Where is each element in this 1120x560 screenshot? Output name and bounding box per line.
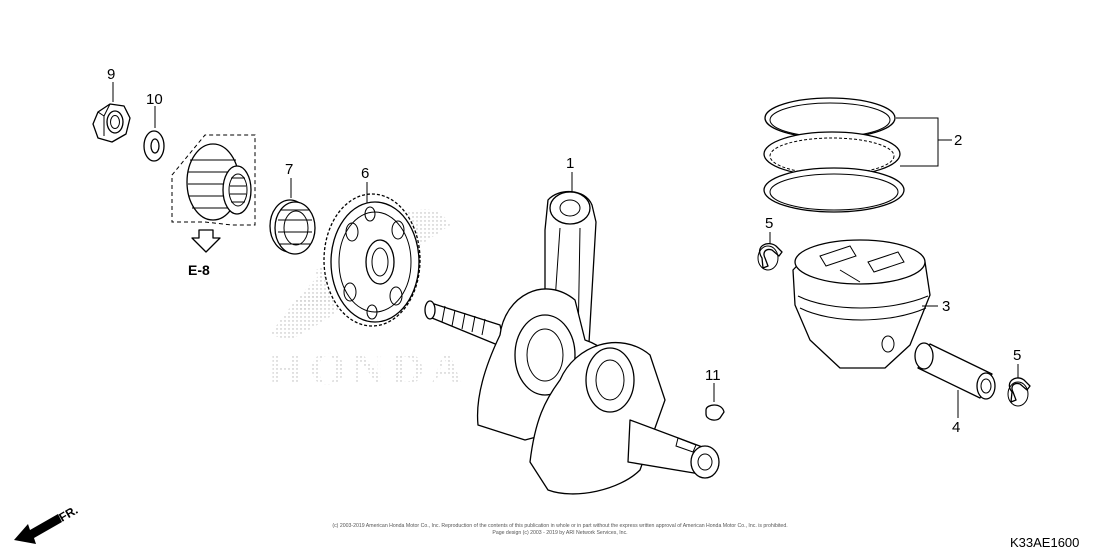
reference-arrow[interactable] [191, 229, 221, 253]
piston-part[interactable] [792, 239, 931, 369]
callout-crankshaft: 1 [566, 155, 574, 172]
callout-piston: 3 [942, 298, 950, 315]
callout-clip-lower: 5 [1013, 347, 1021, 364]
callout-piston-pin: 4 [952, 419, 960, 436]
front-direction-arrow-icon [14, 514, 62, 544]
callout-nut: 9 [107, 66, 115, 83]
callout-clip-upper: 5 [765, 215, 773, 232]
washer-part[interactable] [143, 130, 165, 162]
piston-rings-part[interactable] [763, 97, 905, 213]
callout-woodruff-key: 11 [705, 367, 721, 384]
primary-drive-gear-part[interactable] [323, 193, 421, 327]
copyright-line-2: Page design (c) 2003 - 2019 by ARI Netwo… [492, 530, 627, 536]
reference-subassembly[interactable] [171, 134, 256, 226]
callout-washer: 10 [146, 91, 163, 108]
callout-primary-drive-gear: 6 [361, 165, 369, 182]
woodruff-key-part[interactable] [705, 404, 725, 421]
reference-label[interactable]: E-8 [188, 262, 210, 278]
nut-part[interactable] [92, 103, 131, 143]
watermark-text: HONDA [268, 343, 469, 394]
copyright-line-1: (c) 2003-2019 American Honda Motor Co., … [332, 523, 787, 529]
callout-bearing: 7 [285, 161, 293, 178]
callout-piston-rings: 2 [954, 132, 962, 149]
crankshaft-part[interactable] [424, 190, 720, 495]
piston-clip-upper-part[interactable] [757, 243, 783, 271]
bearing-part[interactable] [269, 199, 316, 255]
piston-pin-part[interactable] [914, 342, 996, 400]
diagram-code: K33AE1600 [1010, 535, 1079, 550]
piston-clip-lower-part[interactable] [1007, 377, 1031, 407]
